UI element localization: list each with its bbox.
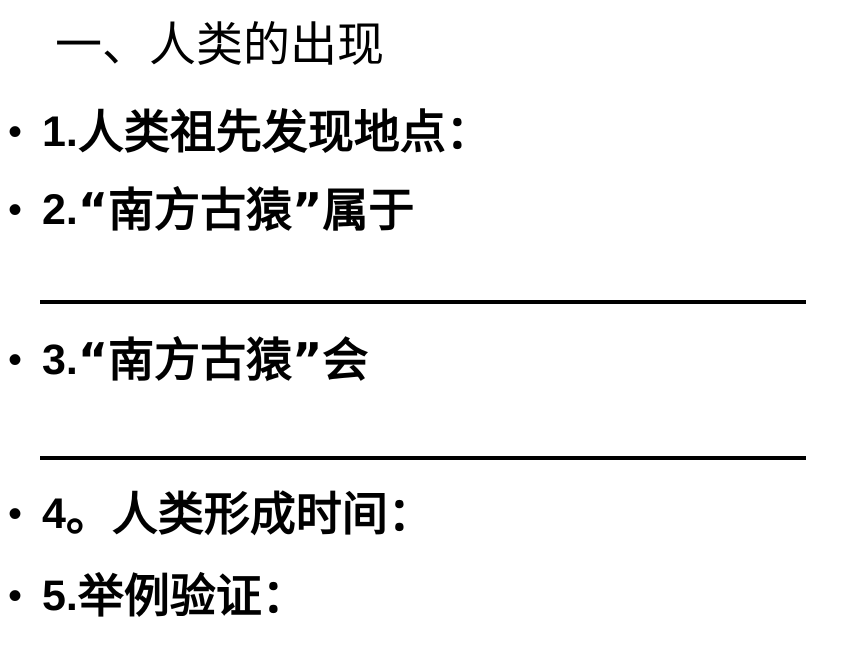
answer-blank-line bbox=[40, 456, 806, 460]
list-item-4: • 4 。人类形成时间： bbox=[8, 482, 434, 546]
bullet-icon: • bbox=[8, 188, 23, 232]
list-item-1: • 1. 人类祖先发现地点： bbox=[8, 100, 492, 164]
list-item-5: • 5. 举例验证： bbox=[8, 564, 308, 628]
item-number: 2. bbox=[42, 186, 78, 234]
slide-title: 一、人类的出现 bbox=[55, 18, 384, 73]
item-number: 3. bbox=[42, 336, 78, 384]
item-text: 。人类形成时间： bbox=[65, 487, 434, 541]
list-item-3: • 3. “南方古猿”会 bbox=[8, 328, 368, 392]
bullet-icon: • bbox=[8, 110, 23, 154]
item-text: 人类祖先发现地点： bbox=[77, 105, 492, 159]
bullet-icon: • bbox=[8, 574, 23, 618]
list-item-2: • 2. “南方古猿”属于 bbox=[8, 178, 414, 242]
item-number: 1. bbox=[42, 108, 78, 156]
item-text: 举例验证： bbox=[77, 569, 308, 623]
item-number: 5. bbox=[42, 572, 78, 620]
answer-blank-line bbox=[40, 300, 806, 304]
item-text: “南方古猿”会 bbox=[77, 333, 369, 387]
bullet-icon: • bbox=[8, 338, 23, 382]
item-text: “南方古猿”属于 bbox=[77, 183, 415, 237]
item-number: 4 bbox=[42, 490, 66, 538]
bullet-icon: • bbox=[8, 492, 23, 536]
